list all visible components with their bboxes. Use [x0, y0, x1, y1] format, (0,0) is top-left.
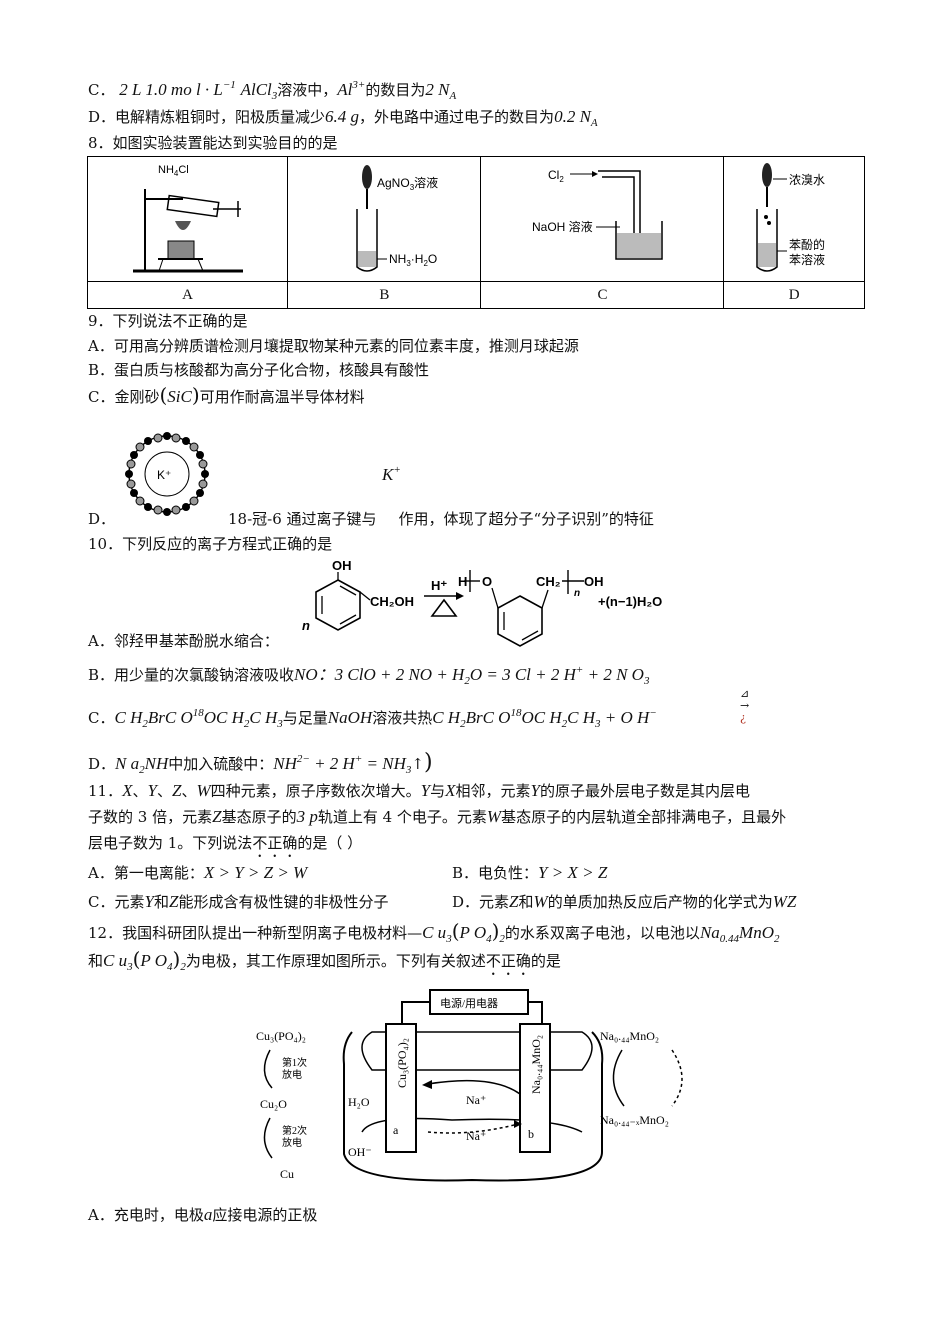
heating-apparatus-icon: NH4Cl — [132, 164, 243, 273]
q11-line3: 层电子数为 1。下列说法不正确的是（ ） — [88, 834, 363, 852]
svg-text:H₂O: H₂O — [348, 1095, 370, 1109]
svg-text:第1次: 第1次 — [282, 1056, 307, 1069]
q10-option-a: A．邻羟甲基苯酚脱水缩合： — [88, 632, 279, 650]
q7-option-d: D．电解精炼粗铜时，阳极质量减少6.4 g，外电路中通过电子的数目为0.2 NA — [88, 107, 598, 129]
q11-option-b: B．电负性：Y > X > Z — [452, 863, 608, 882]
svg-text:NH4Cl: NH4Cl — [158, 164, 189, 178]
q11-line2: 子数的 3 倍，元素Z基态原子的3 p轨道上有 4 个电子。元素W基态原子的内层… — [88, 807, 787, 826]
svg-text:a: a — [393, 1123, 399, 1137]
svg-text:苯溶液: 苯溶液 — [789, 252, 825, 267]
q11-option-c: C．元素Y和Z能形成含有极性键的非极性分子 — [88, 892, 389, 911]
q8-figure-c: Cl2 NaOH 溶液 — [480, 156, 725, 282]
q12-line2: 和C u3(P O4)2为电极，其工作原理如图所示。下列有关叙述不正确的是 — [88, 947, 561, 973]
q8-stem: 8．如图实验装置能达到实验目的的是 — [88, 134, 338, 152]
phenol-condensation-scheme: n OH CH₂OH H⁺ H O CH₂ n OH +(n−1)H₂O — [302, 558, 662, 647]
q7-option-c: C． 2 L 1.0 mo l · L−1 AlCl3溶液中，Al3+的数目为2… — [88, 79, 457, 102]
svg-text:Cl2: Cl2 — [548, 168, 564, 184]
svg-text:H: H — [458, 574, 467, 589]
svg-text:Na⁺: Na⁺ — [466, 1093, 486, 1107]
q11-option-d: D．元素Z和W的单质加热反应后产物的化学式为WZ — [452, 892, 797, 911]
svg-text:OH: OH — [332, 558, 352, 573]
svg-text:Na⁺: Na⁺ — [466, 1129, 486, 1143]
svg-text:Cu₃(PO₄)₂: Cu₃(PO₄)₂ — [256, 1029, 306, 1043]
svg-text:b: b — [528, 1127, 534, 1141]
svg-text:K⁺: K⁺ — [157, 468, 171, 482]
svg-text:放电: 放电 — [282, 1136, 302, 1149]
svg-text:O: O — [482, 574, 492, 589]
q9-d-ion: K+ — [382, 464, 401, 484]
q9-option-d: D． — [88, 510, 116, 528]
q10-c-arrow: ⊿ → ¿ — [740, 687, 750, 724]
q8-label-a: A — [86, 281, 289, 309]
q12-line1: 12．我国科研团队提出一种新型阴离子电极材料—C u3(P O4)2的水系双离子… — [88, 919, 780, 945]
svg-text:AgNO3溶液: AgNO3溶液 — [377, 175, 438, 192]
svg-text:+(n−1)H₂O: +(n−1)H₂O — [598, 594, 662, 609]
svg-text:OH⁻: OH⁻ — [348, 1145, 372, 1159]
gas-absorption-icon: Cl2 NaOH 溶液 — [532, 168, 664, 260]
svg-text:苯酚的: 苯酚的 — [789, 237, 825, 252]
svg-text:电源/用电器: 电源/用电器 — [440, 996, 498, 1010]
svg-text:CH₂OH: CH₂OH — [370, 594, 414, 609]
svg-text:Na₀.₄₄MnO₂: Na₀.₄₄MnO₂ — [600, 1029, 659, 1043]
svg-text:NaOH 溶液: NaOH 溶液 — [532, 219, 593, 234]
q9-option-a: A．可用高分辨质谱检测月壤提取物某种元素的同位素丰度，推测月球起源 — [88, 337, 579, 355]
svg-text:H⁺: H⁺ — [431, 578, 447, 593]
q10-option-d: D．N a2NH中加入硫酸中：NH2− + 2 H+ = NH3↑) — [88, 750, 433, 777]
q12-option-a: A．充电时，电极a应接电源的正极 — [88, 1205, 318, 1224]
svg-text:Na₀.₄₄₋ₓMnO₂: Na₀.₄₄₋ₓMnO₂ — [600, 1113, 669, 1127]
svg-text:Cu₃(PO₄)₂: Cu₃(PO₄)₂ — [395, 1038, 409, 1088]
q9-option-d-text: 18-冠-6 通过离子键与作用，体现了超分子“分子识别”的特征 — [228, 510, 654, 528]
svg-text:NH3·H2O: NH3·H2O — [389, 252, 437, 268]
q9-option-c: C．金刚砂(SiC)可用作耐高温半导体材料 — [88, 383, 365, 407]
svg-text:n: n — [302, 618, 310, 633]
svg-text:第2次: 第2次 — [282, 1124, 307, 1137]
svg-text:OH: OH — [584, 574, 604, 589]
q8-label-c: C — [480, 281, 725, 309]
q8-figure-d: 浓溴水 苯酚的 苯溶液 — [723, 156, 865, 282]
test-tube-dropper-icon: AgNO3溶液 NH3·H2O — [356, 165, 438, 272]
crown-ether-k-icon: K⁺ — [125, 432, 209, 516]
test-tube-bromine-icon: 浓溴水 苯酚的 苯溶液 — [756, 163, 825, 272]
q10-stem: 10．下列反应的离子方程式正确的是 — [88, 535, 333, 553]
svg-text:n: n — [574, 588, 580, 599]
q9-option-b: B．蛋白质与核酸都为高分子化合物，核酸具有酸性 — [88, 361, 430, 379]
svg-text:Cu: Cu — [280, 1167, 294, 1181]
svg-text:放电: 放电 — [282, 1068, 302, 1081]
q11-option-a: A．第一电离能：X > Y > Z > W — [88, 863, 308, 882]
q10-option-b: B．用少量的次氯酸钠溶液吸收NO：3 ClO + 2 NO + H2O = 3 … — [88, 664, 650, 687]
q8-figure-b: AgNO3溶液 NH3·H2O — [287, 156, 482, 282]
svg-text:浓溴水: 浓溴水 — [789, 173, 825, 187]
svg-text:CH₂: CH₂ — [536, 574, 561, 589]
svg-text:Na₀.₄₄MnO₂: Na₀.₄₄MnO₂ — [529, 1035, 543, 1094]
q8-apparatus-table: NH4Cl AgNO3溶液 — [86, 156, 865, 309]
q9-stem: 9．下列说法不正确的是 — [88, 312, 248, 330]
battery-diagram: 电源/用电器 Cu₃(PO₄)₂ Na₀.₄₄MnO₂ a b H₂O OH⁻ … — [256, 989, 683, 1182]
svg-text:Cu₂O: Cu₂O — [260, 1097, 287, 1111]
q8-label-b: B — [287, 281, 482, 309]
q8-figure-a: NH4Cl — [86, 156, 289, 282]
q11-line1: 11．X、Y、Z、W四种元素，原子序数依次增大。Y与X相邻，元素Y的原子最外层电… — [88, 781, 751, 800]
q10-option-c: C．C H2BrC O18OC H2C H3与足量NaOH溶液共热C H2BrC… — [88, 707, 657, 730]
q8-label-d: D — [723, 281, 865, 309]
